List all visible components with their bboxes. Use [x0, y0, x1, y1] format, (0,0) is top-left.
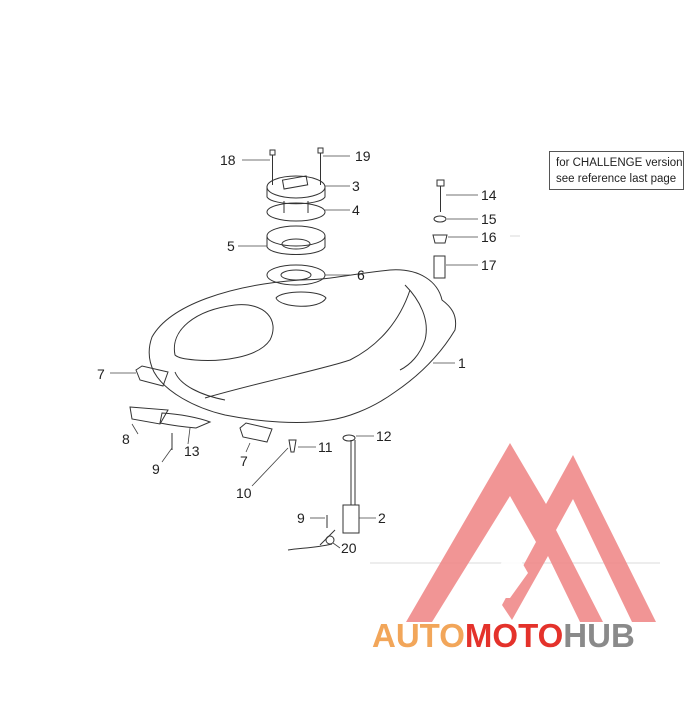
pad-8	[129, 406, 169, 425]
callout-8: 8	[122, 431, 130, 447]
callout-4: 4	[352, 202, 360, 218]
callout-11: 11	[318, 439, 333, 455]
rubber-block-7b	[239, 422, 273, 443]
tank-knee-recess	[173, 304, 274, 361]
flange-gasket	[266, 264, 326, 286]
tank-contour-line-2	[174, 371, 226, 401]
callout-7-right: 7	[240, 453, 248, 469]
filler-cap	[266, 175, 326, 213]
grommet-16	[432, 234, 448, 244]
rear-bolt	[436, 179, 445, 212]
callout-5: 5	[227, 238, 235, 254]
leader-lines	[110, 155, 478, 549]
brand-part-moto: MOTO	[464, 617, 564, 654]
callout-7-left: 7	[97, 366, 105, 382]
callout-20: 20	[341, 540, 357, 556]
watermark-logo	[406, 443, 656, 622]
brand-part-hub: HUB	[563, 617, 635, 654]
callout-2: 2	[378, 510, 386, 526]
faint-guides	[370, 235, 660, 564]
screw-19	[317, 147, 324, 185]
brand-part-auto: AUTO	[372, 617, 465, 654]
callout-19: 19	[355, 148, 371, 164]
callout-16: 16	[481, 229, 497, 245]
rubber-block-7a	[135, 365, 169, 387]
filler-flange	[266, 225, 326, 255]
callout-18: 18	[220, 152, 236, 168]
callout-15: 15	[481, 211, 497, 227]
callout-6: 6	[357, 267, 365, 283]
version-note-line-1: for CHALLENGE version	[556, 157, 683, 169]
fuel-tank	[148, 269, 457, 423]
callout-13: 13	[184, 443, 200, 459]
washer-15	[433, 215, 447, 223]
brand-wordmark: AUTOMOTOHUB	[372, 617, 635, 655]
callout-1: 1	[458, 355, 466, 371]
bracket-13	[159, 412, 212, 429]
callout-9-right: 9	[297, 510, 305, 526]
callout-3: 3	[352, 178, 360, 194]
clamp-20	[325, 535, 335, 545]
callout-17: 17	[481, 257, 497, 273]
tank-rear-edge	[399, 284, 427, 371]
callout-12: 12	[376, 428, 392, 444]
fuel-tap	[319, 440, 360, 546]
spacer-17	[433, 255, 446, 279]
version-note-line-2: see reference last page	[556, 173, 677, 185]
callout-9-left: 9	[152, 461, 160, 477]
callout-14: 14	[481, 187, 497, 203]
callout-10: 10	[236, 485, 252, 501]
tank-contour-line	[204, 289, 411, 399]
tank-cap-seat	[275, 291, 327, 307]
version-note-box: for CHALLENGE version see reference last…	[549, 151, 684, 190]
fastener-11	[288, 439, 297, 453]
fuel-hose	[287, 543, 333, 551]
screw-18	[269, 149, 276, 185]
o-ring-12	[342, 434, 356, 442]
cap-gasket	[266, 202, 326, 222]
